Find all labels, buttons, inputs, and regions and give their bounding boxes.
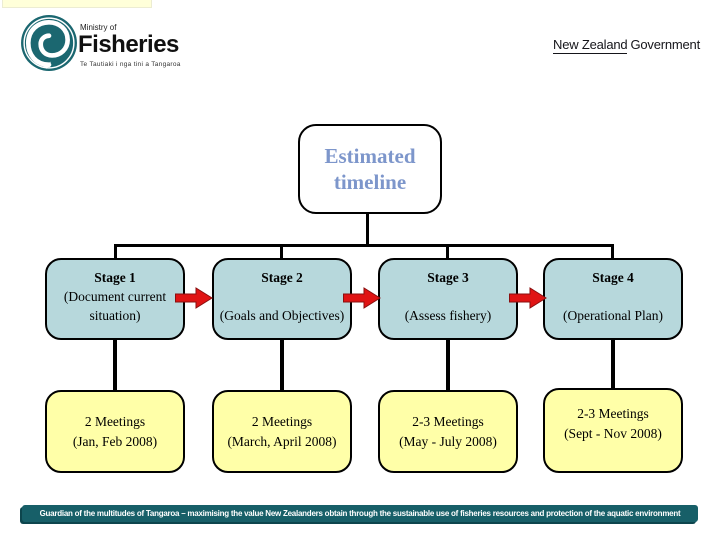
right-arrow-icon	[175, 287, 213, 309]
estimated-timeline-title-box: Estimated timeline	[298, 124, 442, 214]
stage-1-dates: (Jan, Feb 2008)	[72, 433, 158, 449]
connector-stub-stage4	[611, 245, 614, 259]
connector-stub-stage3	[446, 245, 449, 259]
stage-4-meetings-box: 2-3 Meetings (Sept - Nov 2008)	[543, 388, 683, 473]
stage-2-subtitle: (Goals and Objectives)	[219, 308, 345, 323]
logo-fisheries-label: Fisheries	[78, 31, 179, 58]
top-left-strip	[2, 0, 152, 8]
connector-drop-stage4	[611, 338, 615, 392]
stage-3-box: Stage 3 (Assess fishery)	[378, 258, 518, 340]
stage-3-subtitle: (Assess fishery)	[404, 308, 492, 323]
connector-stub-stage2	[280, 245, 283, 259]
right-arrow-icon	[343, 287, 381, 309]
title-line-1: Estimated	[324, 144, 416, 168]
stage-2-meetings: 2 Meetings	[251, 413, 313, 429]
title-line-2: timeline	[333, 170, 407, 194]
right-arrow-icon	[509, 287, 547, 309]
connector-title-vertical	[366, 209, 369, 247]
stage-1-meetings: 2 Meetings	[84, 413, 146, 429]
koru-spiral-icon	[21, 15, 77, 71]
nz-government-underlined-text: New Zealand	[553, 37, 628, 54]
stage-4-subtitle: (Operational Plan)	[562, 308, 664, 323]
footer-banner: Guardian of the multitudes of Tangaroa –…	[22, 505, 698, 522]
stage-3-meetings: 2-3 Meetings	[412, 413, 484, 429]
stage-2-box: Stage 2 (Goals and Objectives)	[212, 258, 352, 340]
connector-stub-stage1	[114, 245, 117, 259]
connector-drop-stage1	[113, 338, 117, 392]
stage-4-title: Stage 4	[592, 270, 634, 285]
logo-ministry-of-label: Ministry of	[80, 23, 117, 32]
stage-1-subtitle: (Document current situation)	[63, 289, 167, 323]
nz-government-plain-text: Government	[630, 37, 700, 52]
stage-1-title: Stage 1	[94, 270, 136, 285]
logo-maori-motto: Te Tautiaki i nga tini a Tangaroa	[80, 61, 181, 68]
stage-4-meetings: 2-3 Meetings	[577, 406, 649, 421]
stage-3-meetings-box: 2-3 Meetings (May - July 2008)	[378, 390, 518, 473]
stage-1-meetings-box: 2 Meetings (Jan, Feb 2008)	[45, 390, 185, 473]
connector-drop-stage3	[446, 338, 450, 392]
connector-horizontal	[114, 244, 614, 247]
stage-1-box: Stage 1 (Document current situation)	[45, 258, 185, 340]
connector-drop-stage2	[280, 338, 284, 392]
stage-3-title: Stage 3	[427, 270, 469, 285]
stage-2-meetings-box: 2 Meetings (March, April 2008)	[212, 390, 352, 473]
stage-2-title: Stage 2	[261, 270, 303, 285]
stage-4-box: Stage 4 (Operational Plan)	[543, 258, 683, 340]
stage-3-dates: (May - July 2008)	[399, 433, 497, 449]
stage-4-dates: (Sept - Nov 2008)	[564, 426, 662, 441]
stage-2-dates: (March, April 2008)	[227, 433, 337, 449]
